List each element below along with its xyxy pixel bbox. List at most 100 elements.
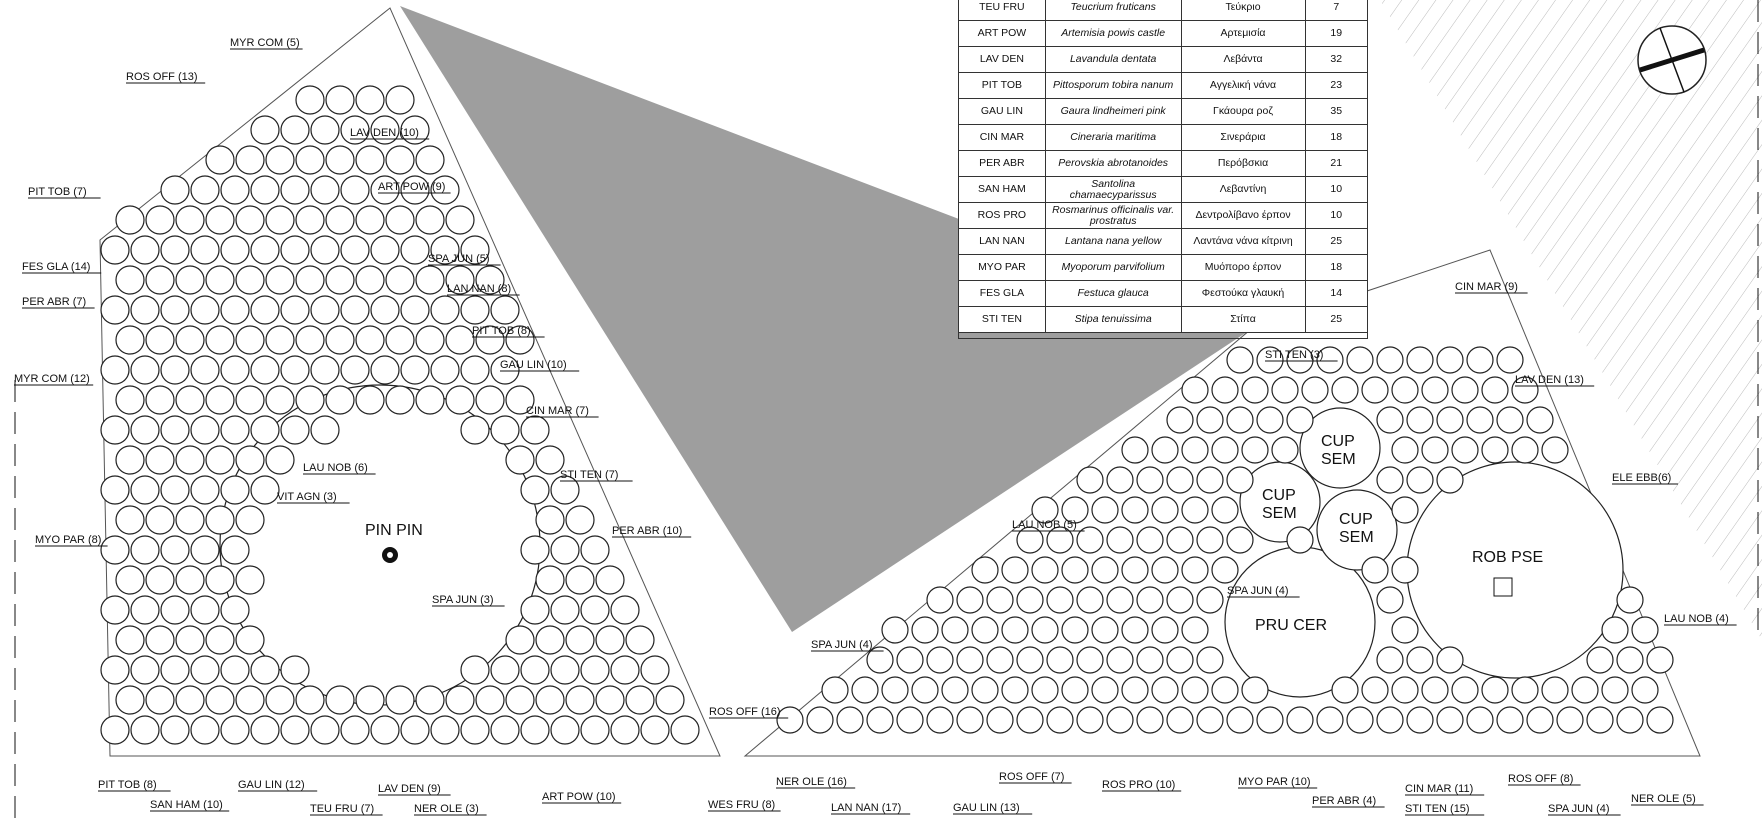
pru-cer-label: PRU CER (1255, 617, 1327, 634)
shrub-symbol (1466, 706, 1494, 734)
shrub-symbol (1286, 406, 1314, 434)
shrub-symbol (1121, 676, 1149, 704)
shrub-symbol (115, 385, 145, 415)
shrub-symbol (1436, 646, 1464, 674)
shrub-symbol (280, 115, 310, 145)
shrub-symbol (1196, 586, 1224, 614)
shrub-symbol (595, 625, 625, 655)
shrub-symbol (565, 625, 595, 655)
shrub-symbol (1151, 616, 1179, 644)
plant-label: NER OLE (5) (1631, 793, 1696, 805)
shrub-symbol (1121, 436, 1149, 464)
shrub-symbol (370, 235, 400, 265)
shrub-symbol (265, 325, 295, 355)
legend-common: Αγγελική νάνα (1180, 72, 1306, 99)
shrub-symbol (310, 115, 340, 145)
shrub-symbol (295, 265, 325, 295)
shrub-symbol (1526, 706, 1554, 734)
shrub-symbol (190, 295, 220, 325)
shrub-symbol (550, 655, 580, 685)
shrub-symbol (1016, 526, 1044, 554)
shrub-symbol (310, 715, 340, 745)
cup-sem-right-label-1: CUP (1339, 511, 1373, 528)
legend-qty: 10 (1304, 176, 1369, 203)
shrub-symbol (205, 565, 235, 595)
shrub-symbol (505, 325, 535, 355)
legend-common: Περόβσκια (1180, 150, 1306, 177)
hatched-area (1380, 0, 1762, 640)
plant-label: SPA JUN (3) (432, 594, 494, 606)
legend-species: Pittosporum tobira nanum (1044, 72, 1182, 99)
shrub-symbol (1376, 706, 1404, 734)
shrub-symbol (475, 685, 505, 715)
shrub-symbol (1106, 526, 1134, 554)
shrub-symbol (896, 706, 924, 734)
shrub-symbol (235, 145, 265, 175)
shrub-symbol (1541, 676, 1569, 704)
plant-label: MYR COM (12) (14, 373, 90, 385)
legend-code: PER ABR (958, 150, 1046, 177)
plant-label: ROS OFF (7) (999, 771, 1064, 783)
pin-pin-label: PIN PIN (365, 522, 423, 539)
shrub-symbol (280, 355, 310, 385)
shrub-symbol (1511, 436, 1539, 464)
shrub-symbol (400, 715, 430, 745)
shrub-symbol (175, 565, 205, 595)
plant-label: ROS OFF (13) (126, 71, 198, 83)
shrub-symbol (1496, 406, 1524, 434)
shrub-symbol (430, 355, 460, 385)
shrub-symbol (190, 175, 220, 205)
shrub-symbol (340, 355, 370, 385)
shrub-symbol (400, 235, 430, 265)
shrub-symbol (1451, 436, 1479, 464)
cup-sem-left-label-2: SEM (1262, 505, 1297, 522)
shrub-symbol (1406, 406, 1434, 434)
shrub-symbol (911, 676, 939, 704)
shrub-symbol (1391, 676, 1419, 704)
plant-label: ART POW (9) (378, 181, 445, 193)
shrub-symbol (1466, 346, 1494, 374)
shrub-symbol (1541, 436, 1569, 464)
shrub-symbol (625, 625, 655, 655)
plant-label: SPA JUN (4) (811, 639, 873, 651)
shrub-symbol (400, 355, 430, 385)
shrub-symbol (1136, 646, 1164, 674)
shrub-symbol (1226, 466, 1254, 494)
shrub-symbol (190, 595, 220, 625)
legend-code: GAU LIN (958, 98, 1046, 125)
shrub-symbol (956, 586, 984, 614)
shrub-symbol (1001, 676, 1029, 704)
shrub-symbol (325, 205, 355, 235)
shrub-symbol (1091, 676, 1119, 704)
shrub-symbol (130, 235, 160, 265)
shrub-symbol (370, 715, 400, 745)
shrub-symbol (610, 715, 640, 745)
shrub-symbol (1226, 706, 1254, 734)
shrub-symbol (475, 385, 505, 415)
shrub-symbol (145, 565, 175, 595)
shrub-symbol (1061, 676, 1089, 704)
shrub-symbol (1031, 676, 1059, 704)
shrub-symbol (1211, 496, 1239, 524)
shrub-symbol (1376, 646, 1404, 674)
shrub-symbol (610, 655, 640, 685)
shrub-symbol (881, 676, 909, 704)
shrub-symbol (205, 325, 235, 355)
legend-code: ART POW (958, 20, 1046, 47)
shrub-symbol (971, 676, 999, 704)
legend-qty: 35 (1304, 98, 1369, 125)
shrub-symbol (1481, 436, 1509, 464)
shrub-symbol (535, 565, 565, 595)
shrub-symbol (580, 715, 610, 745)
plant-label: NER OLE (16) (776, 776, 847, 788)
shrub-symbol (235, 325, 265, 355)
shrub-symbol (310, 175, 340, 205)
shrub-symbol (235, 265, 265, 295)
shrub-symbol (1436, 466, 1464, 494)
legend-species: Stipa tenuissima (1044, 306, 1182, 333)
shrub-symbol (235, 445, 265, 475)
